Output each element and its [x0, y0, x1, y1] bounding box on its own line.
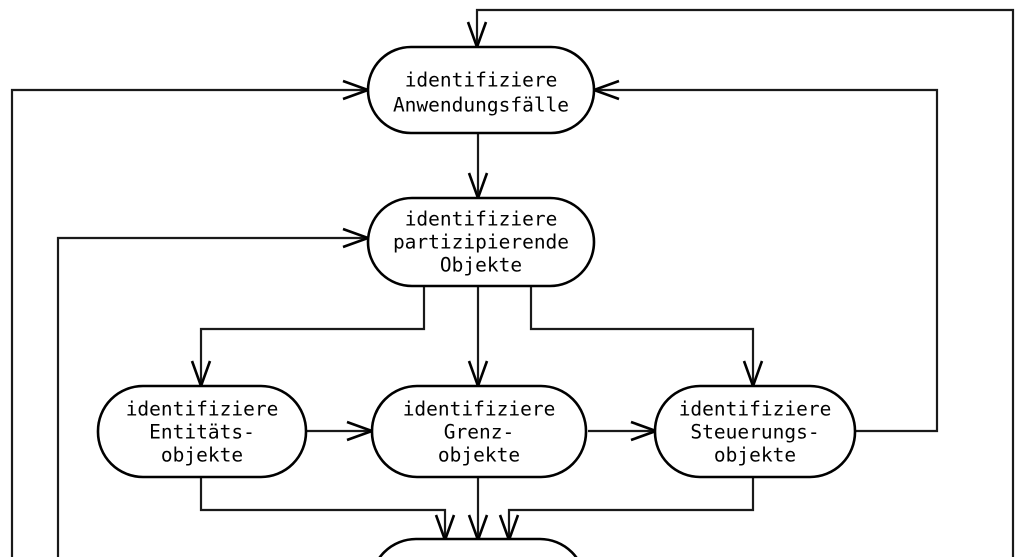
- edge-steuerungs-to-anwendungsfaelle: [590, 79, 939, 433]
- edge-entitaets-to-grenz: [304, 420, 376, 442]
- node-label-line-1: identifiziere: [403, 398, 556, 421]
- edge-path: [596, 88, 939, 433]
- edge-anwendungsfaelle-to-partizipierende: [467, 133, 489, 202]
- node-label-line-1: identifiziere: [679, 398, 832, 421]
- edge-path: [529, 286, 755, 385]
- node-shape[interactable]: [366, 45, 596, 135]
- edge-path: [199, 286, 426, 385]
- edge-feedback-left-anwendungsfaelle: [10, 79, 372, 557]
- node-label-line-2: Grenz-: [444, 421, 514, 444]
- node-steuerungsobjekte[interactable]: identifiziere Steuerungs- objekte: [653, 384, 857, 479]
- node-entitaetsobjekte[interactable]: identifiziere Entitäts- objekte: [96, 384, 308, 479]
- node-anwendungsfaelle[interactable]: identifiziere Anwendungsfälle: [366, 45, 596, 135]
- node-shape[interactable]: [96, 384, 308, 479]
- node-label-line-3: objekte: [161, 444, 243, 467]
- node-shape[interactable]: [370, 384, 588, 479]
- node-grenzobjekte[interactable]: identifiziere Grenz- objekte: [370, 384, 588, 479]
- node-label-line-2: Entitäts-: [149, 421, 255, 444]
- node-label-line-2: partizipierende: [393, 231, 569, 254]
- node-bottom-cropped[interactable]: [371, 537, 585, 557]
- edge-path: [10, 88, 366, 557]
- node-shape[interactable]: [653, 384, 857, 479]
- edge-layer: [10, 8, 1015, 557]
- edge-partizipierende-to-steuerungs: [529, 286, 764, 390]
- edge-path: [56, 236, 366, 557]
- edge-grenz-to-steuerungs: [588, 420, 660, 442]
- edge-steuerungs-to-bottom: [498, 477, 755, 544]
- edge-path: [507, 477, 755, 539]
- edge-path: [475, 8, 1015, 557]
- edge-partizipierende-to-entitaets: [190, 286, 426, 390]
- node-shape[interactable]: [366, 196, 596, 288]
- edge-grenz-to-bottom: [467, 477, 489, 544]
- node-shape[interactable]: [371, 537, 585, 557]
- node-label-line-3: objekte: [714, 444, 796, 467]
- node-label-line-1: identifiziere: [126, 398, 279, 421]
- edge-partizipierende-to-grenz: [467, 286, 489, 390]
- node-label-line-3: objekte: [438, 444, 520, 467]
- edge-entitaets-to-bottom: [199, 477, 456, 544]
- node-label-line-2: Anwendungsfälle: [393, 94, 569, 117]
- node-label-line-2: Steuerungs-: [690, 421, 819, 444]
- node-label-line-1: identifiziere: [405, 208, 558, 231]
- edge-path: [199, 477, 447, 539]
- node-label-line-3: Objekte: [440, 254, 522, 277]
- node-label-line-1: identifiziere: [405, 69, 558, 92]
- node-partizipierende-objekte[interactable]: identifiziere partizipierende Objekte: [366, 196, 596, 288]
